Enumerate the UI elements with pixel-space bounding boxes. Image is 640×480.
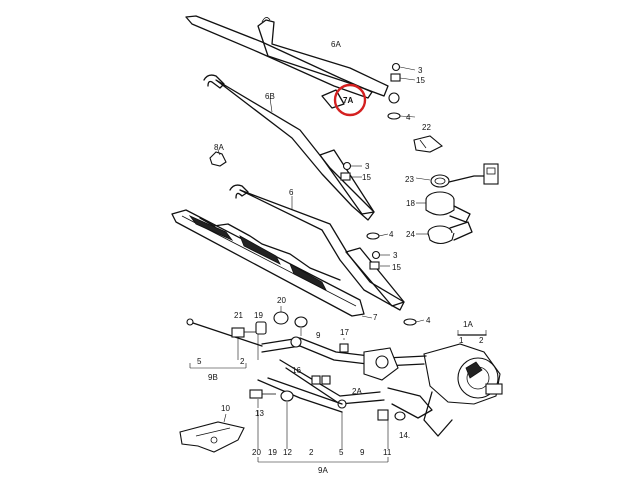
label-20: 20 [277,296,286,305]
label-2-left: 2 [240,357,245,366]
label-1A: 1A [463,320,473,329]
washer-mid [366,232,389,240]
label-17: 17 [340,328,349,337]
label-bottom-20: 20 [252,448,261,457]
wiper-blade-7 [171,209,373,319]
callout-ring [333,83,367,117]
label-16: 16 [292,366,301,375]
label-3-low: 3 [393,251,398,260]
fasteners [231,306,406,421]
label-8A: 8A [214,143,224,152]
label-bottom-11: 11 [383,448,392,457]
label-3: 3 [418,66,423,75]
label-5: 5 [197,357,202,366]
label-7: 7 [373,313,378,322]
label-6A: 6A [331,40,341,49]
label-13: 13 [255,409,264,418]
label-14: 14. [399,431,410,440]
label-6B: 6B [265,92,275,101]
label-9: 9 [316,331,321,340]
cap-24 [416,221,473,245]
label-4-mid: 4 [389,230,394,239]
bracket-22 [413,135,443,153]
label-10: 10 [221,404,230,413]
label-2: 2 [479,336,484,345]
label-2A: 2A [352,387,362,396]
label-4-low: 4 [426,316,431,325]
washer-lower [403,318,425,326]
grommet-23 [415,163,499,188]
group-bracket-9A [257,402,389,463]
wiper-arm-6B [203,74,375,221]
label-9B: 9B [208,373,218,382]
label-bottom-9: 9 [360,448,365,457]
nut-stack-middle [340,161,362,181]
label-15: 15 [416,76,425,85]
wiper-arm-6A [185,15,400,109]
label-19: 19 [254,311,263,320]
label-21: 21 [234,311,243,320]
label-15-low: 15 [392,263,401,272]
link-rod-5 [186,318,343,413]
clip-8A [209,149,227,167]
group-bracket-9B [189,363,247,369]
label-bottom-19: 19 [268,448,277,457]
label-22: 22 [422,123,431,132]
label-1: 1 [459,336,464,345]
label-18: 18 [406,199,415,208]
label-23: 23 [405,175,414,184]
wiper-arm-6 [229,184,405,311]
label-bottom-12: 12 [283,448,292,457]
label-bottom-5: 5 [339,448,344,457]
label-4: 4 [406,113,411,122]
cap-18 [416,191,471,223]
label-bottom-2: 2 [309,448,314,457]
label-15-mid: 15 [362,173,371,182]
label-6: 6 [289,188,294,197]
linkage-frame [261,336,433,419]
label-9A: 9A [318,466,328,475]
nut-stack-lower [369,250,390,270]
label-3-mid: 3 [365,162,370,171]
label-7A[interactable]: 7A [343,96,353,105]
label-24: 24 [406,230,415,239]
nut-stack-upper [387,62,416,120]
wiper-motor-1A [423,330,503,437]
bracket-10 [179,413,245,453]
